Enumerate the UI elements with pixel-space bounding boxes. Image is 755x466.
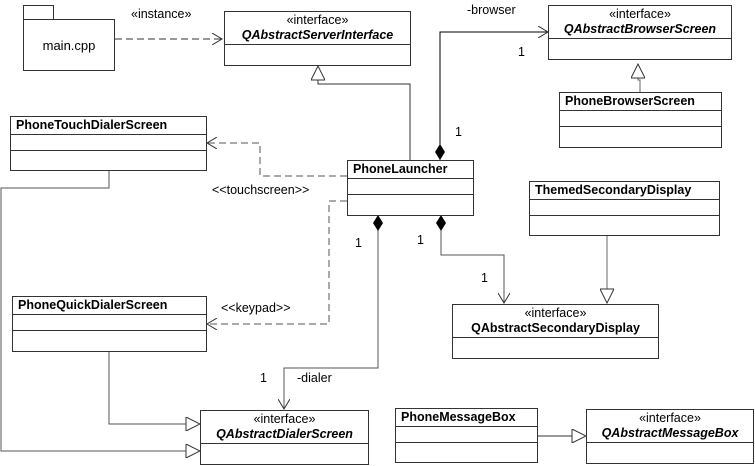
class-themedsecondarydisplay[interactable]: ThemedSecondaryDisplay <box>529 181 720 236</box>
dialer-multiplicity-source: 1 <box>355 236 362 250</box>
attributes-compartment <box>225 45 410 60</box>
attributes-compartment <box>560 111 721 127</box>
attributes-compartment <box>587 443 753 458</box>
class-header: PhoneLauncher <box>348 161 473 179</box>
class-phonequickdialerscreen[interactable]: PhoneQuickDialerScreen <box>12 296 207 352</box>
dialer-diamond <box>373 215 383 231</box>
class-qabstractbrowserscreen[interactable]: «interface» QAbstractBrowserScreen <box>548 5 732 60</box>
dialer-role-label: -dialer <box>297 371 332 385</box>
browser-multiplicity-source: 1 <box>455 125 462 139</box>
attributes-compartment <box>348 179 473 195</box>
attributes-compartment <box>201 444 368 459</box>
class-name: PhoneTouchDialerScreen <box>16 118 168 132</box>
class-header: PhoneMessageBox <box>396 409 537 427</box>
class-phonemessagebox[interactable]: PhoneMessageBox <box>395 408 538 463</box>
class-phonelauncher[interactable]: PhoneLauncher <box>347 160 474 216</box>
attributes-compartment <box>11 135 206 151</box>
class-header: «interface» QAbstractDialerScreen <box>201 411 368 444</box>
instance-label: «instance» <box>131 7 192 21</box>
attributes-compartment <box>530 200 719 216</box>
class-name: PhoneLauncher <box>353 162 448 176</box>
attributes-compartment <box>396 427 537 443</box>
class-name: QAbstractSecondaryDisplay <box>471 321 640 335</box>
touchscreen-dependency <box>207 143 347 177</box>
dialer-multiplicity-target: 1 <box>260 371 267 385</box>
class-name: ThemedSecondaryDisplay <box>535 183 692 197</box>
keypad-dependency <box>207 200 347 324</box>
touchscreen-label: <<touchscreen>> <box>212 183 310 197</box>
package-tab <box>23 5 54 20</box>
class-name: PhoneQuickDialerScreen <box>18 298 168 312</box>
operations-compartment <box>530 216 719 231</box>
class-qabstractdialerscreen[interactable]: «interface» QAbstractDialerScreen <box>200 410 369 465</box>
browser-realization <box>638 64 640 92</box>
class-header: PhoneQuickDialerScreen <box>13 297 206 315</box>
dialer-composition <box>284 230 379 409</box>
attributes-compartment <box>549 39 731 54</box>
class-header: PhoneTouchDialerScreen <box>11 117 206 135</box>
class-qabstractsecondarydisplay[interactable]: «interface» QAbstractSecondaryDisplay <box>452 304 659 359</box>
package-main-cpp[interactable]: main.cpp <box>23 19 115 71</box>
browser-multiplicity-target: 1 <box>518 45 525 59</box>
package-name: main.cpp <box>42 37 96 53</box>
touch-dialer-realization <box>0 170 200 451</box>
attributes-compartment <box>453 338 658 353</box>
operations-compartment <box>396 443 537 458</box>
stereotype: «interface» <box>609 7 671 21</box>
stereotype: «interface» <box>524 306 587 320</box>
class-header: «interface» QAbstractServerInterface <box>225 12 410 45</box>
browser-composition <box>439 32 548 160</box>
class-header: PhoneBrowserScreen <box>560 93 721 111</box>
class-name: PhoneMessageBox <box>401 410 516 424</box>
operations-compartment <box>11 151 206 166</box>
secondary-multiplicity-source: 1 <box>417 233 424 247</box>
class-header: «interface» QAbstractMessageBox <box>587 410 753 443</box>
class-header: ThemedSecondaryDisplay <box>530 182 719 200</box>
server-interface-realization <box>318 66 411 160</box>
browser-diamond <box>435 144 445 160</box>
secondary-multiplicity-target: 1 <box>481 271 488 285</box>
class-phonebrowserscreen[interactable]: PhoneBrowserScreen <box>559 92 722 148</box>
class-name: QAbstractDialerScreen <box>216 427 353 441</box>
class-name: PhoneBrowserScreen <box>565 94 695 108</box>
stereotype: «interface» <box>253 412 316 426</box>
class-header: «interface» QAbstractSecondaryDisplay <box>453 305 658 338</box>
stereotype: «interface» <box>286 13 349 27</box>
secondary-composition <box>440 230 504 303</box>
quick-dialer-realization <box>108 351 200 424</box>
class-qabstractmessagebox[interactable]: «interface» QAbstractMessageBox <box>586 409 754 464</box>
browser-role-label: -browser <box>467 3 516 17</box>
operations-compartment <box>13 331 206 346</box>
class-name: QAbstractMessageBox <box>601 426 739 440</box>
secondary-diamond <box>436 215 446 231</box>
class-phonetouchdialerscreen[interactable]: PhoneTouchDialerScreen <box>10 116 207 171</box>
attributes-compartment <box>13 315 206 331</box>
class-header: «interface» QAbstractBrowserScreen <box>549 6 731 39</box>
class-qabstractserverinterface[interactable]: «interface» QAbstractServerInterface <box>224 11 411 66</box>
class-name: QAbstractBrowserScreen <box>563 22 717 36</box>
operations-compartment <box>560 127 721 142</box>
keypad-label: <<keypad>> <box>221 301 291 315</box>
operations-compartment <box>348 195 473 210</box>
stereotype: «interface» <box>639 411 701 425</box>
class-name: QAbstractServerInterface <box>241 28 394 42</box>
